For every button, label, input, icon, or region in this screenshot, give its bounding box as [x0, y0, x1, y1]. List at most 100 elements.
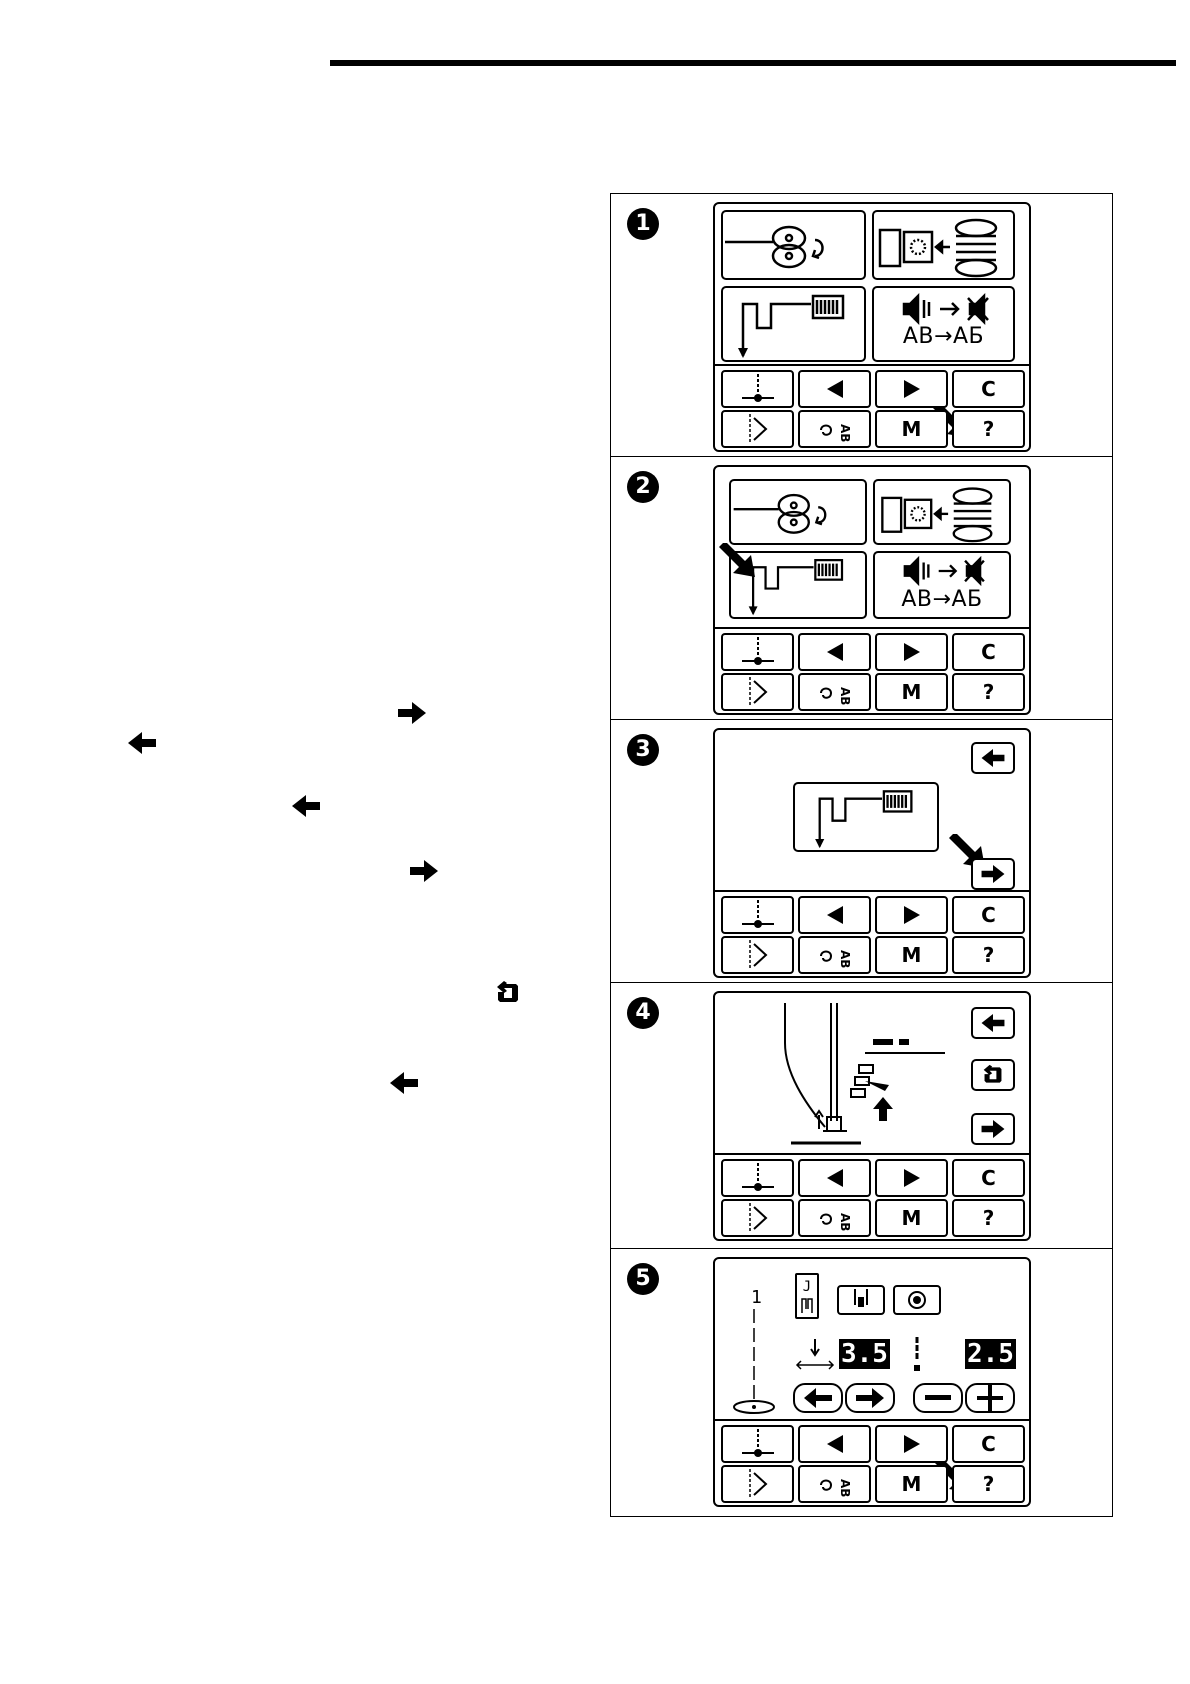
needle-position-key[interactable]	[721, 896, 794, 934]
function-bar: C AB M ?	[715, 627, 1029, 713]
right-key[interactable]	[875, 896, 948, 934]
right-key[interactable]	[875, 370, 948, 408]
bobbin-insert-tile[interactable]	[873, 479, 1011, 545]
step-panel-5: 5 1 J 3.5 2.5 C AB M ?	[611, 1249, 1112, 1518]
left-key[interactable]	[798, 896, 871, 934]
lang-to: AБ	[952, 324, 985, 349]
left-key[interactable]	[798, 1159, 871, 1197]
length-decrease-button[interactable]	[913, 1383, 963, 1413]
pointer-arrow-icon	[719, 543, 755, 577]
letter-mode-key[interactable]: AB	[798, 1199, 871, 1237]
stitch-mode-key[interactable]	[721, 1199, 794, 1237]
lcd-screen: AB→AБ C AB M ?	[713, 465, 1031, 715]
left-key[interactable]	[798, 370, 871, 408]
next-button[interactable]	[971, 858, 1015, 890]
arrow-left-icon	[128, 732, 156, 754]
svg-text:AB: AB	[838, 687, 852, 705]
threading-tile	[793, 782, 939, 852]
memory-key[interactable]: M	[875, 1465, 948, 1503]
help-key[interactable]: ?	[952, 1199, 1025, 1237]
memory-key[interactable]: M	[875, 410, 948, 448]
stitch-mode-key[interactable]	[721, 673, 794, 711]
rotate-icon	[497, 981, 518, 1002]
bobbin-insert-tile[interactable]	[872, 210, 1015, 280]
lang-to: AБ	[951, 587, 983, 612]
clear-key[interactable]: C	[952, 370, 1025, 408]
svg-text:AB: AB	[838, 950, 852, 968]
presser-foot-letter: J	[802, 1279, 812, 1295]
lcd-screen: AB→AБ C AB M ?	[713, 202, 1031, 452]
lcd-screen: C AB M ?	[713, 991, 1031, 1241]
next-button[interactable]	[971, 1113, 1015, 1145]
width-decrease-button[interactable]	[793, 1383, 843, 1413]
help-key[interactable]: ?	[952, 673, 1025, 711]
arrow-left-icon	[292, 795, 320, 817]
memory-key[interactable]: M	[875, 936, 948, 974]
clear-key[interactable]: C	[952, 633, 1025, 671]
clear-key[interactable]: C	[952, 896, 1025, 934]
lang-arrow: →	[932, 587, 952, 612]
stitch-mode-key[interactable]	[721, 936, 794, 974]
letter-mode-key[interactable]: AB	[798, 673, 871, 711]
function-bar: C AB M ?	[715, 364, 1029, 450]
right-key[interactable]	[875, 633, 948, 671]
pattern-number: 1	[751, 1287, 762, 1308]
clear-key[interactable]: C	[952, 1425, 1025, 1463]
stitch-mode-key[interactable]	[721, 410, 794, 448]
left-key[interactable]	[798, 633, 871, 671]
step-number: 5	[627, 1263, 659, 1295]
straight-stitch-icon	[733, 1309, 775, 1414]
header-rule	[330, 60, 1176, 66]
stitch-length-icon	[914, 1337, 920, 1371]
needle-position-key[interactable]	[721, 370, 794, 408]
step-panel-2: 2	[611, 457, 1112, 720]
step-number: 2	[627, 471, 659, 503]
settings-tile[interactable]: AB→AБ	[873, 551, 1011, 619]
function-bar: C AB M ?	[715, 1153, 1029, 1239]
lcd-screen: 1 J 3.5 2.5 C AB M ?	[713, 1257, 1031, 1507]
width-increase-button[interactable]	[845, 1383, 895, 1413]
stitch-length-value: 2.5	[965, 1339, 1016, 1369]
illustration-frame: 1	[610, 193, 1113, 1517]
memory-key[interactable]: M	[875, 673, 948, 711]
needle-stop-button[interactable]	[893, 1285, 941, 1315]
stitch-mode-key[interactable]	[721, 1465, 794, 1503]
arrow-right-icon	[410, 860, 438, 882]
function-bar: C AB M ?	[715, 890, 1029, 976]
step-panel-1: 1	[611, 194, 1112, 457]
back-button[interactable]	[971, 742, 1015, 774]
settings-tile[interactable]: AB→AБ	[872, 286, 1015, 362]
step-number: 4	[627, 997, 659, 1029]
lcd-screen: C AB M ?	[713, 728, 1031, 978]
help-key[interactable]: ?	[952, 410, 1025, 448]
rotate-button[interactable]	[971, 1059, 1015, 1091]
clear-key[interactable]: C	[952, 1159, 1025, 1197]
bobbin-winding-tile[interactable]	[729, 479, 867, 545]
memory-key[interactable]: M	[875, 1199, 948, 1237]
arrow-right-icon	[398, 702, 426, 724]
back-button[interactable]	[971, 1007, 1015, 1039]
needle-position-key[interactable]	[721, 1425, 794, 1463]
bobbin-winding-tile[interactable]	[721, 210, 866, 280]
length-increase-button[interactable]	[965, 1383, 1015, 1413]
lang-arrow: →	[934, 324, 953, 349]
right-key[interactable]	[875, 1159, 948, 1197]
left-key[interactable]	[798, 1425, 871, 1463]
stitch-width-icon	[795, 1339, 835, 1370]
step-panel-4: 4 C AB	[611, 983, 1112, 1249]
help-key[interactable]: ?	[952, 1465, 1025, 1503]
needle-position-key[interactable]	[721, 633, 794, 671]
lang-from: AB	[901, 587, 933, 612]
twin-needle-button[interactable]	[837, 1285, 885, 1315]
letter-mode-key[interactable]: AB	[798, 410, 871, 448]
step-panel-3: 3 C AB M ?	[611, 720, 1112, 983]
letter-mode-key[interactable]: AB	[798, 1465, 871, 1503]
arrow-left-icon	[390, 1072, 418, 1094]
threading-tile[interactable]	[721, 286, 866, 362]
needle-position-key[interactable]	[721, 1159, 794, 1197]
lang-from: AB	[902, 324, 935, 349]
right-key[interactable]	[875, 1425, 948, 1463]
help-key[interactable]: ?	[952, 936, 1025, 974]
svg-text:AB: AB	[838, 424, 852, 442]
letter-mode-key[interactable]: AB	[798, 936, 871, 974]
